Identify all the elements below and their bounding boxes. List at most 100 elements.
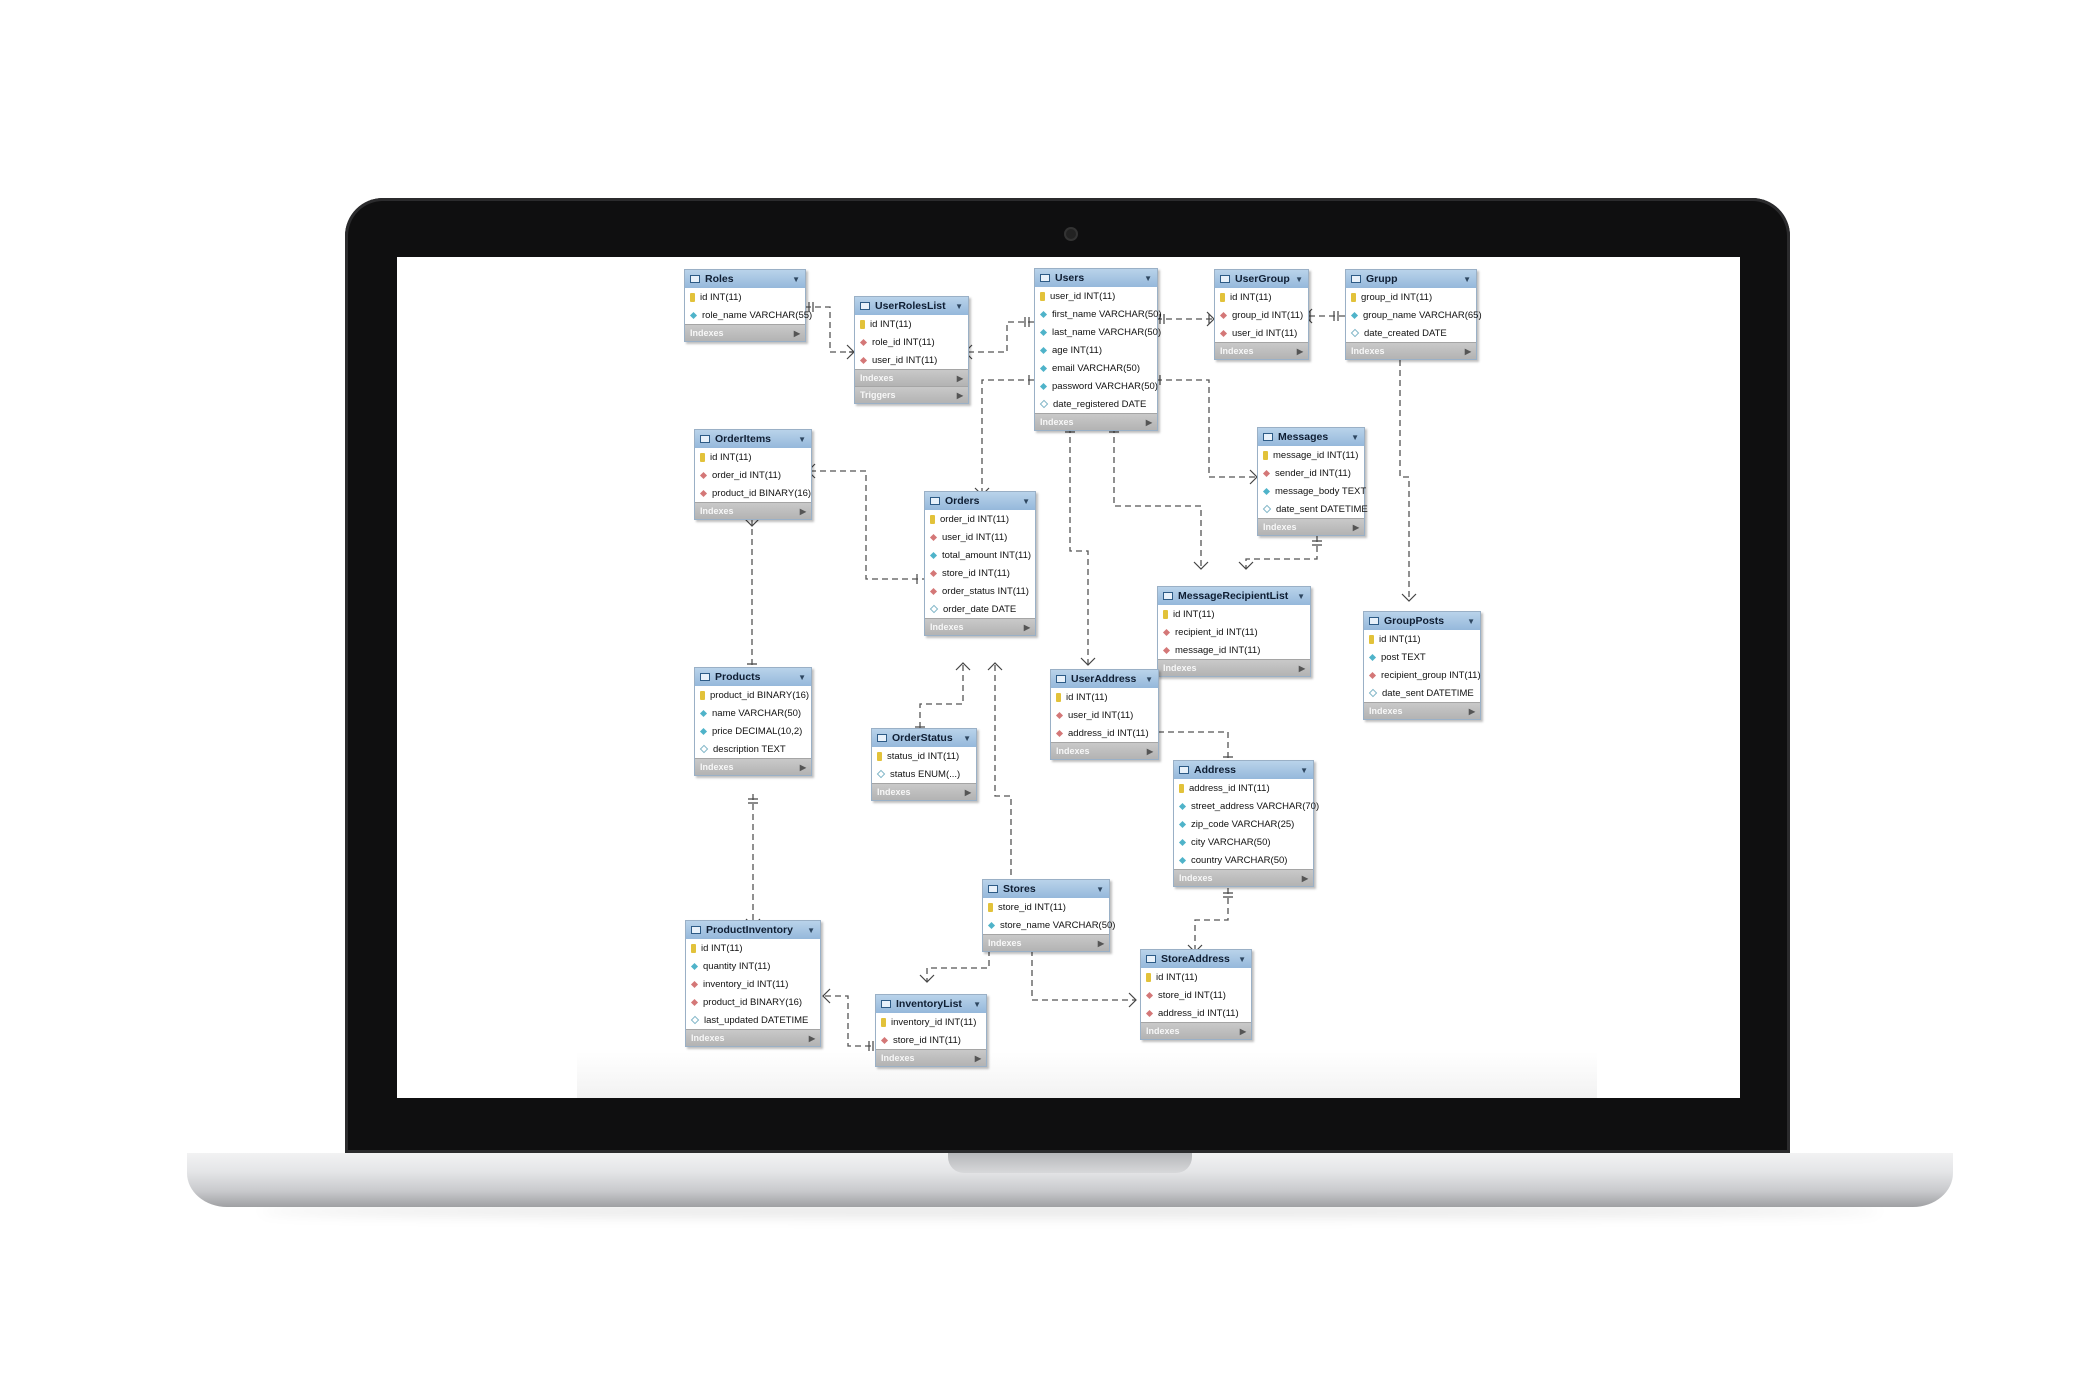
- table-roles[interactable]: Roles▼id INT(11)role_name VARCHAR(55)Ind…: [684, 269, 812, 342]
- column-row[interactable]: sender_id INT(11): [1258, 464, 1364, 482]
- collapse-arrow-icon[interactable]: ▼: [1238, 954, 1246, 964]
- column-row[interactable]: status ENUM(...): [872, 765, 976, 783]
- table-inventory-list[interactable]: InventoryList▼inventory_id INT(11)store_…: [875, 994, 987, 1067]
- column-row[interactable]: total_amount INT(11): [925, 546, 1035, 564]
- column-row[interactable]: order_date DATE: [925, 600, 1035, 618]
- column-row[interactable]: store_id INT(11): [1141, 986, 1251, 1004]
- table-header[interactable]: Roles▼: [685, 270, 805, 288]
- table-header[interactable]: OrderStatus▼: [872, 729, 976, 747]
- section-indexes[interactable]: Indexes▶: [1035, 413, 1157, 430]
- expand-arrow-icon[interactable]: ▶: [793, 328, 800, 338]
- column-row[interactable]: order_id INT(11): [695, 466, 811, 484]
- column-row[interactable]: id INT(11): [1141, 968, 1251, 986]
- collapse-arrow-icon[interactable]: ▼: [1096, 884, 1104, 894]
- table-header[interactable]: Users▼: [1035, 269, 1157, 287]
- collapse-arrow-icon[interactable]: ▼: [955, 301, 963, 311]
- column-row[interactable]: id INT(11): [695, 448, 811, 466]
- column-row[interactable]: zip_code VARCHAR(25): [1174, 815, 1313, 833]
- table-order-status[interactable]: OrderStatus▼status_id INT(11)status ENUM…: [871, 728, 977, 801]
- column-row[interactable]: date_sent DATETIME: [1364, 684, 1480, 702]
- section-indexes[interactable]: Indexes▶: [1346, 342, 1476, 359]
- section-indexes[interactable]: Indexes▶: [855, 369, 968, 386]
- section-indexes[interactable]: Indexes▶: [925, 618, 1035, 635]
- column-row[interactable]: group_id INT(11): [1215, 306, 1308, 324]
- table-header[interactable]: OrderItems▼: [695, 430, 811, 448]
- table-address[interactable]: Address▼address_id INT(11)street_address…: [1173, 760, 1319, 887]
- column-row[interactable]: name VARCHAR(50): [695, 704, 811, 722]
- column-row[interactable]: role_name VARCHAR(55): [685, 306, 812, 324]
- expand-arrow-icon[interactable]: ▶: [956, 390, 963, 400]
- section-triggers[interactable]: Triggers▶: [855, 386, 968, 403]
- expand-arrow-icon[interactable]: ▶: [1464, 346, 1471, 356]
- section-indexes[interactable]: Indexes▶: [1215, 342, 1308, 359]
- column-row[interactable]: status_id INT(11): [872, 747, 976, 765]
- column-row[interactable]: message_id INT(11): [1258, 446, 1364, 464]
- expand-arrow-icon[interactable]: ▶: [799, 762, 806, 772]
- table-header[interactable]: GroupPosts▼: [1364, 612, 1480, 630]
- expand-arrow-icon[interactable]: ▶: [1097, 938, 1104, 948]
- table-products[interactable]: Products▼product_id BINARY(16)name VARCH…: [694, 667, 812, 776]
- column-row[interactable]: description TEXT: [695, 740, 811, 758]
- table-message-recipient-list[interactable]: MessageRecipientList▼id INT(11)recipient…: [1157, 586, 1311, 677]
- column-row[interactable]: address_id INT(11): [1051, 724, 1158, 742]
- column-row[interactable]: group_id INT(11): [1346, 288, 1476, 306]
- table-stores[interactable]: Stores▼store_id INT(11)store_name VARCHA…: [982, 879, 1115, 952]
- column-row[interactable]: quantity INT(11): [686, 957, 820, 975]
- section-indexes[interactable]: Indexes▶: [1141, 1022, 1251, 1039]
- collapse-arrow-icon[interactable]: ▼: [807, 925, 815, 935]
- section-indexes[interactable]: Indexes▶: [686, 1029, 820, 1046]
- table-header[interactable]: Address▼: [1174, 761, 1313, 779]
- column-row[interactable]: user_id INT(11): [1215, 324, 1308, 342]
- table-header[interactable]: Orders▼: [925, 492, 1035, 510]
- column-row[interactable]: user_id INT(11): [925, 528, 1035, 546]
- column-row[interactable]: store_id INT(11): [925, 564, 1035, 582]
- table-order-items[interactable]: OrderItems▼id INT(11)order_id INT(11)pro…: [694, 429, 812, 520]
- expand-arrow-icon[interactable]: ▶: [1352, 522, 1359, 532]
- collapse-arrow-icon[interactable]: ▼: [1022, 496, 1030, 506]
- table-header[interactable]: ProductInventory▼: [686, 921, 820, 939]
- table-header[interactable]: Stores▼: [983, 880, 1109, 898]
- table-header[interactable]: Grupp▼: [1346, 270, 1476, 288]
- section-indexes[interactable]: Indexes▶: [695, 502, 811, 519]
- column-row[interactable]: user_id INT(11): [855, 351, 968, 369]
- section-indexes[interactable]: Indexes▶: [1174, 869, 1313, 886]
- section-indexes[interactable]: Indexes▶: [876, 1049, 986, 1066]
- expand-arrow-icon[interactable]: ▶: [974, 1053, 981, 1063]
- column-row[interactable]: id INT(11): [1158, 605, 1310, 623]
- collapse-arrow-icon[interactable]: ▼: [963, 733, 971, 743]
- column-row[interactable]: inventory_id INT(11): [876, 1013, 986, 1031]
- column-row[interactable]: order_id INT(11): [925, 510, 1035, 528]
- column-row[interactable]: id INT(11): [1215, 288, 1308, 306]
- table-orders[interactable]: Orders▼order_id INT(11)user_id INT(11)to…: [924, 491, 1036, 636]
- expand-arrow-icon[interactable]: ▶: [964, 787, 971, 797]
- table-user-address[interactable]: UserAddress▼id INT(11)user_id INT(11)add…: [1050, 669, 1159, 760]
- collapse-arrow-icon[interactable]: ▼: [1297, 591, 1305, 601]
- column-row[interactable]: product_id BINARY(16): [695, 686, 811, 704]
- table-header[interactable]: Messages▼: [1258, 428, 1364, 446]
- table-user-roles-list[interactable]: UserRolesList▼id INT(11)role_id INT(11)u…: [854, 296, 969, 404]
- column-row[interactable]: id INT(11): [855, 315, 968, 333]
- expand-arrow-icon[interactable]: ▶: [1239, 1026, 1246, 1036]
- column-row[interactable]: email VARCHAR(50): [1035, 359, 1157, 377]
- column-row[interactable]: user_id INT(11): [1051, 706, 1158, 724]
- section-indexes[interactable]: Indexes▶: [983, 934, 1109, 951]
- column-row[interactable]: address_id INT(11): [1174, 779, 1313, 797]
- collapse-arrow-icon[interactable]: ▼: [1145, 674, 1153, 684]
- expand-arrow-icon[interactable]: ▶: [799, 506, 806, 516]
- column-row[interactable]: post TEXT: [1364, 648, 1480, 666]
- expand-arrow-icon[interactable]: ▶: [956, 373, 963, 383]
- er-diagram-canvas[interactable]: Roles▼ id INT(11) role_name VARCHAR(55) Ind…: [397, 257, 1740, 1098]
- section-indexes[interactable]: Indexes▶: [1258, 518, 1364, 535]
- table-header[interactable]: StoreAddress▼: [1141, 950, 1251, 968]
- section-indexes[interactable]: Indexes▶: [1158, 659, 1310, 676]
- table-header[interactable]: UserRolesList▼: [855, 297, 968, 315]
- column-row[interactable]: order_status INT(11): [925, 582, 1035, 600]
- table-header[interactable]: UserAddress▼: [1051, 670, 1158, 688]
- collapse-arrow-icon[interactable]: ▼: [1463, 274, 1471, 284]
- column-row[interactable]: price DECIMAL(10,2): [695, 722, 811, 740]
- expand-arrow-icon[interactable]: ▶: [1146, 746, 1153, 756]
- column-row[interactable]: country VARCHAR(50): [1174, 851, 1313, 869]
- column-row[interactable]: message_body TEXT: [1258, 482, 1366, 500]
- column-row[interactable]: date_created DATE: [1346, 324, 1476, 342]
